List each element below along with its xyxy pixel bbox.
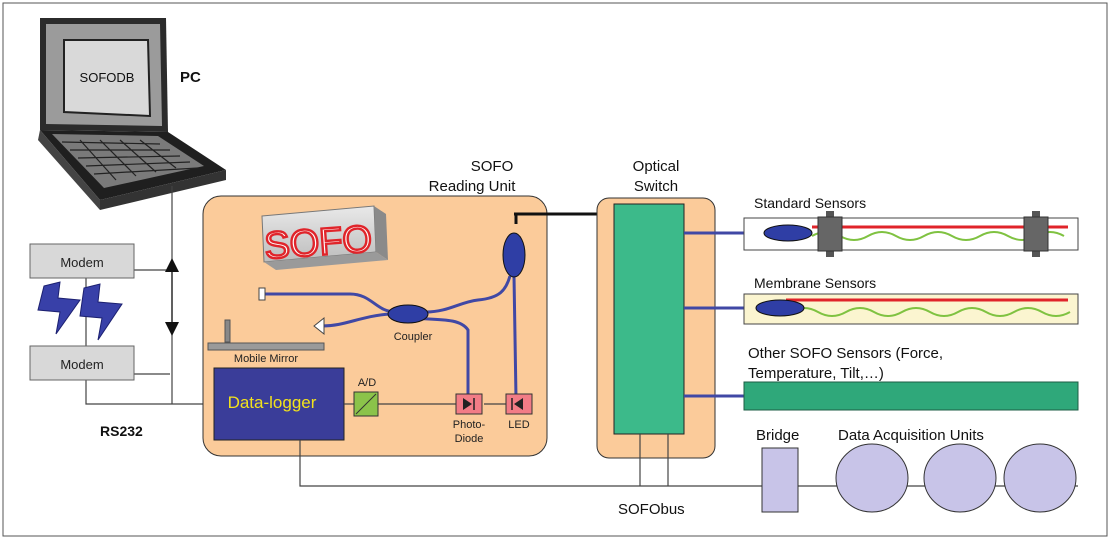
bidirectional-arrow bbox=[165, 258, 179, 336]
modem-bottom-label: Modem bbox=[60, 357, 103, 372]
bus-drops bbox=[639, 434, 669, 486]
vertical-coupler-icon bbox=[502, 232, 526, 278]
data-logger-label: Data-logger bbox=[228, 393, 317, 412]
coupler-label: Coupler bbox=[394, 331, 433, 343]
mobile-mirror-plate bbox=[207, 342, 325, 351]
other-sensors-label-1: Other SOFO Sensors (Force, bbox=[748, 345, 943, 362]
sofobus-label: SOFObus bbox=[618, 501, 685, 518]
reading-unit-title-2: Reading Unit bbox=[429, 178, 517, 195]
daq-unit-1 bbox=[835, 443, 909, 513]
bridge-box bbox=[761, 447, 799, 513]
photodiode-label-2: Diode bbox=[455, 433, 484, 445]
laptop-icon bbox=[38, 18, 226, 210]
daq-unit-icons bbox=[835, 443, 1077, 513]
membrane-sensor-green-fiber bbox=[789, 307, 1071, 317]
mobile-mirror-label: Mobile Mirror bbox=[234, 353, 299, 365]
sofo-logo-text: SOFO bbox=[263, 218, 373, 267]
coupler-icon bbox=[387, 304, 429, 324]
led-label: LED bbox=[508, 419, 529, 431]
ad-label: A/D bbox=[358, 377, 376, 389]
data-logger-box bbox=[213, 367, 345, 441]
daq-unit-3 bbox=[1003, 443, 1077, 513]
rs232-label: RS232 bbox=[100, 423, 143, 439]
optical-switch-title-1: Optical bbox=[633, 158, 680, 175]
mirror-post bbox=[224, 319, 231, 343]
led-icon bbox=[505, 393, 533, 415]
standard-sensor-coupler bbox=[763, 224, 813, 242]
anchor-icon bbox=[817, 211, 1049, 257]
other-sensor-bar bbox=[743, 381, 1079, 411]
photodiode-icon bbox=[455, 393, 483, 415]
photodiode-label-1: Photo- bbox=[453, 419, 486, 431]
daq-units-label: Data Acquisition Units bbox=[838, 427, 984, 444]
lightning-icon bbox=[37, 281, 123, 341]
reading-unit-title-1: SOFO bbox=[471, 158, 514, 175]
bridge-label: Bridge bbox=[756, 427, 799, 444]
signal-lines bbox=[299, 403, 1078, 487]
optical-switch-title-2: Switch bbox=[634, 178, 678, 195]
lens-icon bbox=[313, 316, 325, 336]
standard-sensors-label: Standard Sensors bbox=[754, 195, 866, 211]
sofo-logo: SOFO bbox=[261, 205, 388, 270]
membrane-sensors-label: Membrane Sensors bbox=[754, 275, 876, 291]
screen-text: SOFODB bbox=[80, 70, 135, 85]
membrane-sensor-coupler bbox=[755, 299, 805, 317]
other-sensors-label-2: Temperature, Tilt,…) bbox=[748, 365, 884, 382]
pc-label: PC bbox=[180, 69, 201, 86]
standard-sensor-green-fiber bbox=[811, 231, 1065, 241]
modem-top-box bbox=[29, 243, 135, 279]
modem-top-label: Modem bbox=[60, 255, 103, 270]
daq-unit-2 bbox=[923, 443, 997, 513]
optical-switch-box bbox=[613, 203, 685, 435]
modem-bottom-box bbox=[29, 345, 135, 381]
fiber-end-cap bbox=[258, 287, 266, 301]
